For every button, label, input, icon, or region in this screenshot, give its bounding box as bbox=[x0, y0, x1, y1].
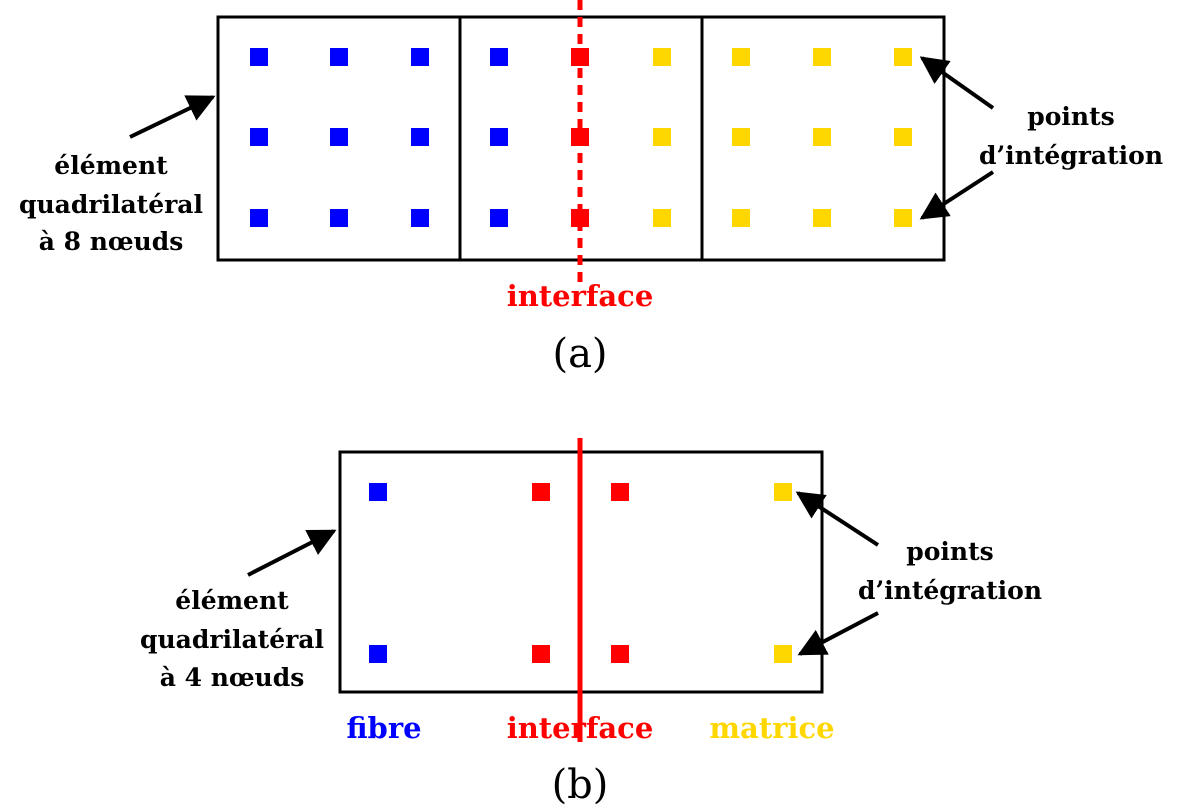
caption-a: (a) bbox=[552, 331, 607, 377]
integration-points-b bbox=[369, 483, 792, 663]
arrow-element-a bbox=[129, 95, 216, 139]
integration-point-matrice bbox=[894, 209, 912, 227]
caption-b: (b) bbox=[552, 762, 609, 808]
integration-point-fibre bbox=[411, 128, 429, 146]
integration-point-fibre bbox=[490, 48, 508, 66]
legend-matrice: matrice bbox=[709, 711, 834, 745]
legend-interface: interface bbox=[507, 711, 654, 745]
integration-point-matrice bbox=[813, 48, 831, 66]
element-label-a-line3: à 8 nœuds bbox=[39, 227, 184, 256]
integration-point-matrice bbox=[732, 48, 750, 66]
integration-point-matrice bbox=[732, 128, 750, 146]
integration-point-interface bbox=[611, 645, 629, 663]
element-label-a-line1: élément bbox=[54, 151, 168, 180]
arrow-element-b bbox=[247, 529, 337, 577]
legend-fibre: fibre bbox=[346, 711, 421, 745]
integration-point-matrice bbox=[653, 209, 671, 227]
integration-point-fibre bbox=[250, 209, 268, 227]
integration-point-fibre bbox=[250, 128, 268, 146]
integration-point-fibre bbox=[369, 483, 387, 501]
panel-a: élément quadrilatéral à 8 nœuds points d… bbox=[19, 0, 1163, 377]
integration-point-matrice bbox=[653, 48, 671, 66]
integration-point-matrice bbox=[813, 209, 831, 227]
points-label-b-line1: points bbox=[906, 537, 993, 566]
points-label-b-line2: d’intégration bbox=[858, 576, 1042, 605]
integration-point-matrice bbox=[894, 48, 912, 66]
integration-point-matrice bbox=[774, 483, 792, 501]
integration-point-interface bbox=[532, 483, 550, 501]
integration-point-interface bbox=[611, 483, 629, 501]
element-a3-outline bbox=[700, 15, 946, 262]
element-label-b-line1: élément bbox=[175, 586, 289, 615]
arrow-points-a-bottom bbox=[919, 170, 995, 220]
integration-point-fibre bbox=[330, 209, 348, 227]
integration-point-fibre bbox=[330, 128, 348, 146]
integration-point-fibre bbox=[250, 48, 268, 66]
integration-point-fibre bbox=[490, 209, 508, 227]
element-label-a-line2: quadrilatéral bbox=[19, 190, 203, 219]
element-label-b-line2: quadrilatéral bbox=[140, 625, 324, 654]
integration-points-a bbox=[250, 48, 912, 227]
arrow-points-b-bottom bbox=[797, 611, 879, 656]
integration-point-matrice bbox=[653, 128, 671, 146]
integration-point-matrice bbox=[774, 645, 792, 663]
integration-point-matrice bbox=[894, 128, 912, 146]
points-label-a-line2: d’intégration bbox=[979, 141, 1163, 170]
integration-point-fibre bbox=[330, 48, 348, 66]
integration-point-interface bbox=[571, 128, 589, 146]
integration-point-fibre bbox=[490, 128, 508, 146]
points-label-a-line1: points bbox=[1027, 102, 1114, 131]
interface-label-a: interface bbox=[507, 279, 654, 313]
arrow-points-a-top bbox=[919, 56, 995, 110]
integration-point-interface bbox=[571, 209, 589, 227]
panel-b: élément quadrilatéral à 4 nœuds points d… bbox=[140, 438, 1042, 808]
arrow-points-b-top bbox=[795, 491, 880, 547]
integration-point-fibre bbox=[411, 48, 429, 66]
element-label-b-line3: à 4 nœuds bbox=[160, 663, 305, 692]
integration-point-fibre bbox=[411, 209, 429, 227]
integration-point-interface bbox=[571, 48, 589, 66]
integration-point-matrice bbox=[732, 209, 750, 227]
integration-point-interface bbox=[532, 645, 550, 663]
integration-point-matrice bbox=[813, 128, 831, 146]
integration-point-fibre bbox=[369, 645, 387, 663]
